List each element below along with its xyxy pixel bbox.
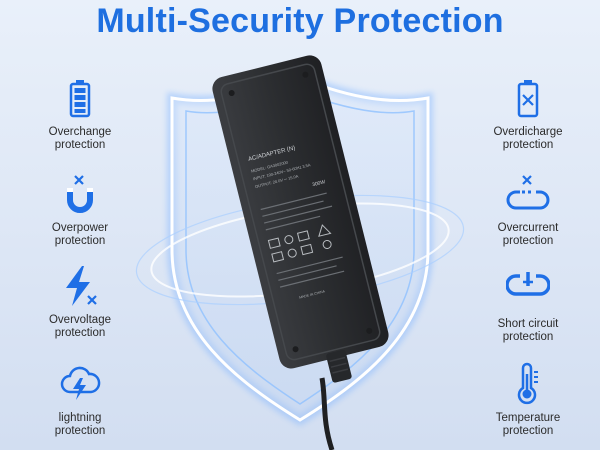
short-circuit-icon xyxy=(506,268,550,312)
feature-temperature: Temperature protection xyxy=(468,362,588,438)
adapter-cable xyxy=(319,377,335,450)
current-loop-icon xyxy=(506,172,550,216)
feature-overcurrent: Overcurrent protection xyxy=(468,172,588,248)
page-title: Multi-Security Protection xyxy=(96,2,504,40)
shield-inner xyxy=(185,91,415,405)
svg-text:300W: 300W xyxy=(312,179,326,188)
feature-overdischarge: Overdicharge protection xyxy=(468,76,588,152)
feature-label: Overcurrent protection xyxy=(497,222,559,247)
feature-short-circuit: Short circuit protection xyxy=(468,268,588,344)
feature-overpower: Overpower protection xyxy=(20,172,140,248)
cloud-lightning-icon xyxy=(58,362,102,406)
feature-label: Overpower protection xyxy=(51,222,109,247)
adapter-body xyxy=(212,55,389,369)
svg-text:MADE IN CHINA: MADE IN CHINA xyxy=(299,289,326,299)
battery-empty-icon xyxy=(506,76,550,120)
feature-label: Overdicharge protection xyxy=(493,126,563,151)
feature-label: Short circuit protection xyxy=(497,318,559,343)
battery-full-icon xyxy=(58,76,102,120)
feature-label: Overvoltage protection xyxy=(48,314,111,339)
feature-label: Overchange protection xyxy=(48,126,112,151)
lightning-bolt-icon xyxy=(58,264,102,308)
feature-overcharge: Overchange protection xyxy=(20,76,140,152)
magnet-icon xyxy=(58,172,102,216)
feature-overvoltage: Overvoltage protection xyxy=(20,264,140,340)
feature-label: lightning protection xyxy=(54,412,106,437)
feature-lightning: lightning protection xyxy=(20,362,140,438)
thermometer-icon xyxy=(506,362,550,406)
feature-label: Temperature protection xyxy=(495,412,561,437)
